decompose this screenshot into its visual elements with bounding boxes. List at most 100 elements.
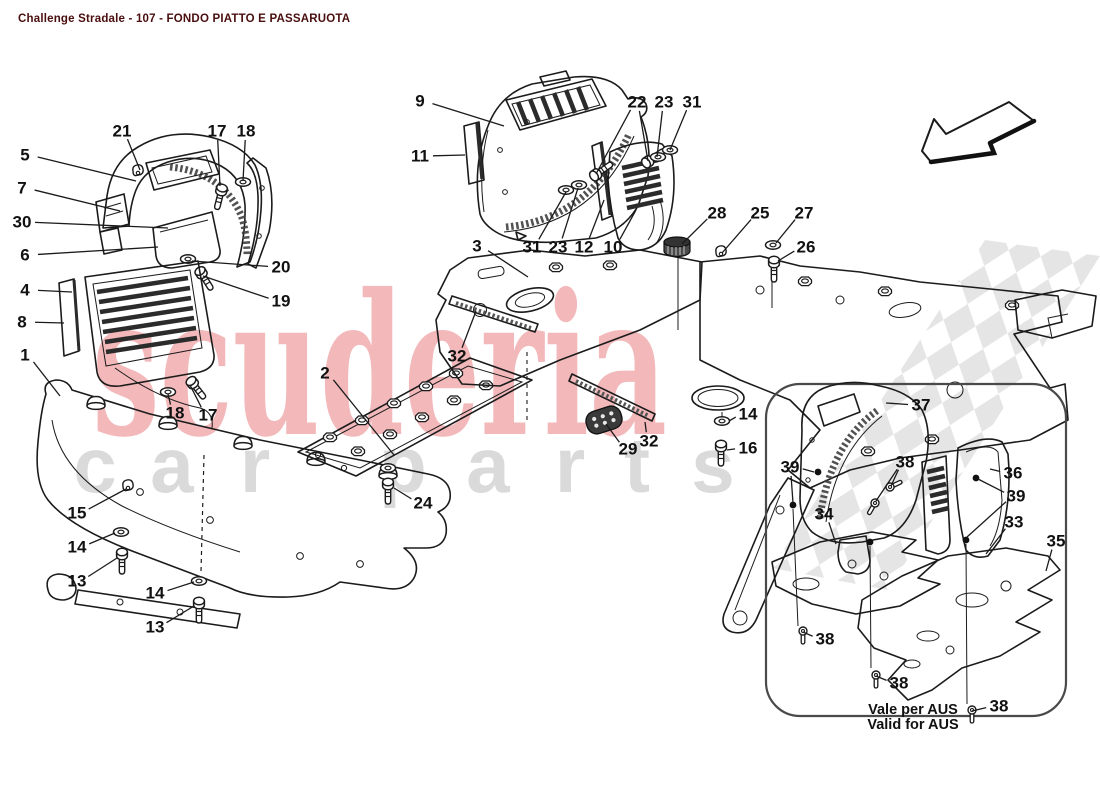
callout-label: 37 [912,396,931,415]
callout-label: 14 [146,584,165,603]
watermark-letter: s [691,421,734,509]
leader-line [890,469,900,487]
leader-line [432,102,505,127]
leader-line [638,110,649,162]
callout-label: 26 [797,238,816,257]
flat-floor-panel-2 [297,357,533,505]
callout-label: 9 [415,92,424,111]
callout-label: 34 [815,505,834,524]
callout-label: 7 [17,179,26,198]
leader-line [37,156,137,182]
leader-line [966,501,1007,538]
callout-label: 4 [20,281,30,300]
page-title: Challenge Stradale - 107 - FONDO PIATTO … [18,13,351,25]
leader-line [34,189,121,212]
watermark-letter: t [624,421,650,509]
callout-label: 24 [414,494,433,513]
callout-label: 39 [781,458,800,477]
callout-label: 17 [208,122,227,141]
leader-line [775,219,796,244]
watermark-letter: r [240,421,270,509]
leader-line [332,379,395,456]
front-direction-arrow [921,101,1037,165]
callout-label: 14 [68,538,87,557]
rear-wheelhouse-assembly [463,70,679,251]
leader-line [393,487,412,500]
leader-line [644,421,647,433]
callout-label: 6 [20,246,29,265]
leader-line [34,321,65,324]
callout-label: 18 [166,404,185,423]
callout-label: 5 [20,146,29,165]
leader-line [588,199,605,239]
leader-line [605,423,620,443]
leader-line [32,361,61,397]
leader-line [656,110,664,158]
callout-label: 29 [619,440,638,459]
leader-line [461,310,477,348]
leader-line [885,402,909,406]
callout-label: 1 [20,346,29,365]
watermark-letter: a [466,421,510,509]
callout-label: 31 [683,93,702,112]
leader-line [619,209,637,240]
leader-line [669,109,688,151]
callout-label: 22 [628,93,647,112]
callout-label: 38 [816,630,835,649]
leader-line [595,109,632,175]
leader-line [802,468,815,473]
callout-label: 18 [237,122,256,141]
callout-label: 25 [751,204,770,223]
leader-line [87,557,118,578]
watermark-letter: a [150,421,194,509]
aus-note-italian: Vale per AUS [868,702,958,718]
aus-variant-box [764,381,1068,724]
watermark-letter: c [73,421,116,509]
callout-label: 15 [68,504,87,523]
aus-side-flap [955,438,1010,558]
leader-line [790,475,794,504]
leader-line [217,139,221,187]
callout-label: 38 [896,453,915,472]
callout-label: 3 [472,237,481,256]
leader-line [166,605,195,624]
callout-label: 33 [1005,513,1024,532]
leader-line [432,154,466,157]
callout-label: 32 [448,347,467,366]
callout-label: 13 [68,572,87,591]
callout-label: 30 [13,213,32,232]
leader-line [202,275,269,299]
oval-grommet [585,405,623,435]
leader-line [189,384,202,408]
callout-label: 23 [655,93,674,112]
leader-line [875,468,898,502]
callout-label: 20 [272,258,291,277]
leader-line [728,416,737,422]
aus-wheelhouse [799,381,930,575]
callout-label: 2 [320,364,329,383]
callout-label: 17 [199,406,218,425]
callout-label: 36 [1004,464,1023,483]
leader-line [977,478,1005,493]
leader-line [34,221,169,229]
callout-label: 21 [113,122,132,141]
leader-line [126,138,141,171]
brake-duct-grille [58,260,215,429]
leader-line [726,448,736,451]
leader-line [88,532,116,545]
leader-line [561,187,579,239]
aus-floor-panels [771,531,1061,701]
leader-line [681,218,708,245]
callout-label: 38 [990,697,1009,716]
leader-line [777,250,795,262]
callout-label: 19 [272,292,291,311]
aus-vent-flap [921,455,951,555]
leader-line [1045,549,1053,572]
leader-line [37,289,73,293]
leader-line [538,191,567,240]
